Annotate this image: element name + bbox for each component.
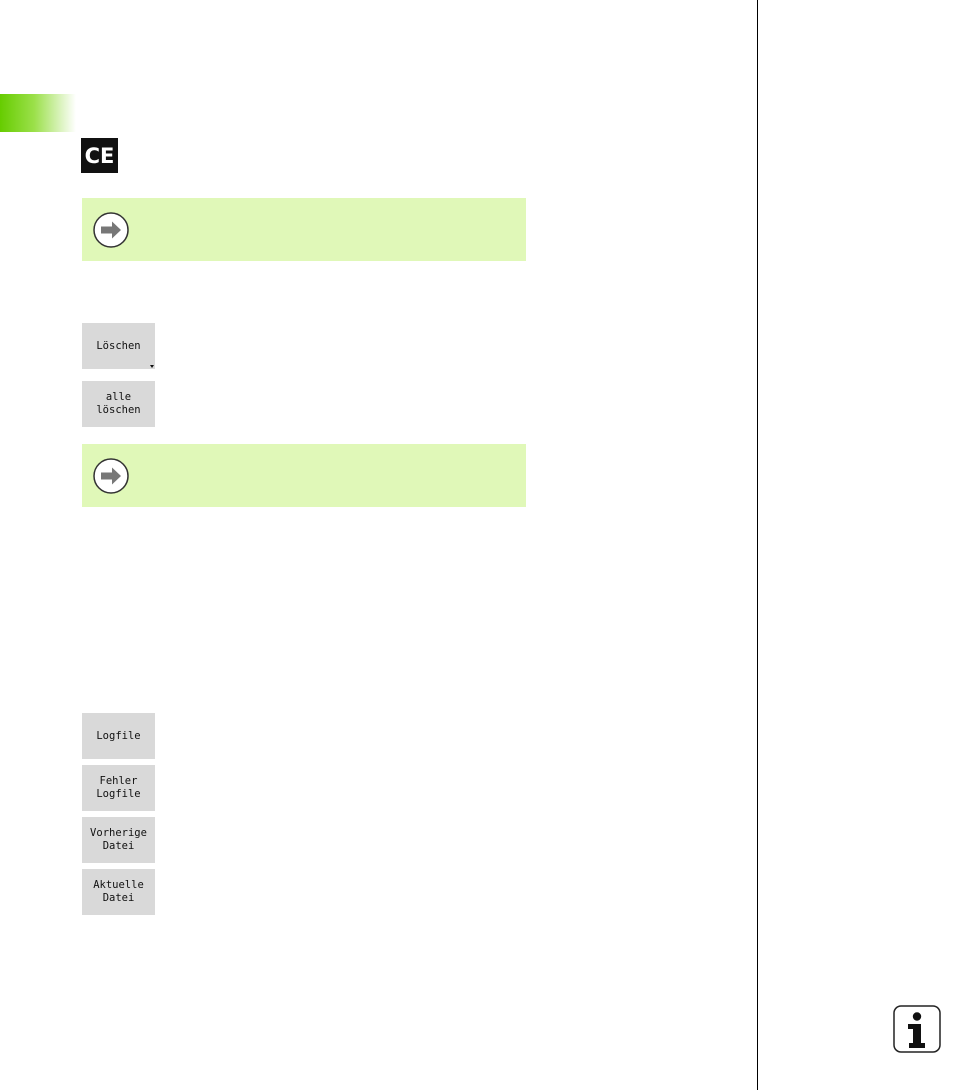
arrow-right-circle-icon: [93, 458, 129, 494]
softkey-logfile[interactable]: Logfile: [82, 713, 155, 759]
softkey-aktuelle-datei[interactable]: Aktuelle Datei: [82, 869, 155, 915]
arrow-right-circle-icon: [93, 212, 129, 248]
info-icon: [893, 1005, 941, 1053]
softkey-fehler-logfile[interactable]: Fehler Logfile: [82, 765, 155, 811]
caret-down-icon: [150, 365, 154, 368]
page-edge-line: [757, 0, 758, 1090]
softkey-vorherige-datei[interactable]: Vorherige Datei: [82, 817, 155, 863]
softkey-label: Fehler Logfile: [96, 775, 141, 800]
note-box-1: [82, 198, 526, 261]
softkey-label: Löschen: [96, 339, 141, 352]
softkey-label: Vorherige Datei: [90, 827, 147, 852]
softkey-label: Aktuelle Datei: [93, 879, 144, 904]
ce-key-label: CE: [84, 143, 115, 168]
note-box-2: [82, 444, 526, 507]
softkey-loeschen[interactable]: Löschen: [82, 323, 155, 369]
ce-key-icon: CE: [81, 138, 118, 173]
softkey-alle-loeschen[interactable]: alle löschen: [82, 381, 155, 427]
softkey-label: alle löschen: [96, 391, 141, 416]
chapter-tab: [0, 94, 76, 132]
softkey-label: Logfile: [96, 729, 141, 742]
